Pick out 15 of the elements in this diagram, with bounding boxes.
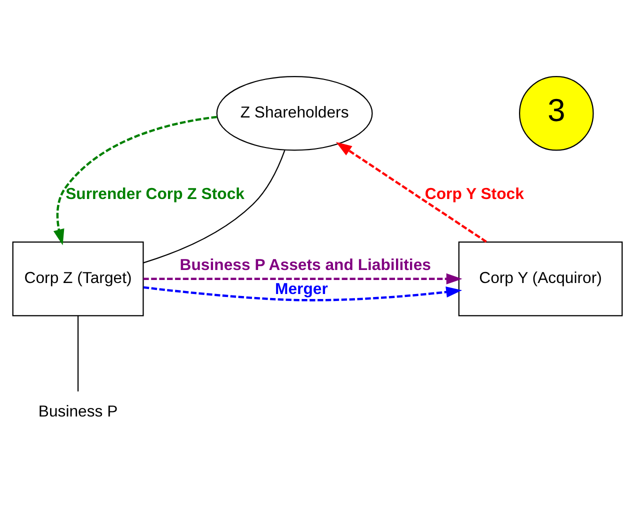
arrow (53, 116, 217, 246)
edge-label: Business P Assets and Liabilities (180, 257, 431, 274)
node-ellipse: Z Shareholders (216, 76, 373, 151)
edge-label: Merger (274, 280, 328, 298)
arrow (143, 286, 462, 302)
connector (143, 150, 286, 264)
node-text: Business P (38, 403, 118, 420)
node-box: Corp Y (Acquiror) (458, 241, 623, 316)
edge-label: Surrender Corp Z Stock (66, 186, 244, 204)
connector (77, 316, 79, 392)
node-circle: 3 (518, 76, 594, 151)
arrow (336, 142, 487, 243)
node-box: Corp Z (Target) (12, 241, 144, 316)
arrow (143, 273, 462, 284)
edge-label: Corp Y Stock (424, 186, 524, 204)
